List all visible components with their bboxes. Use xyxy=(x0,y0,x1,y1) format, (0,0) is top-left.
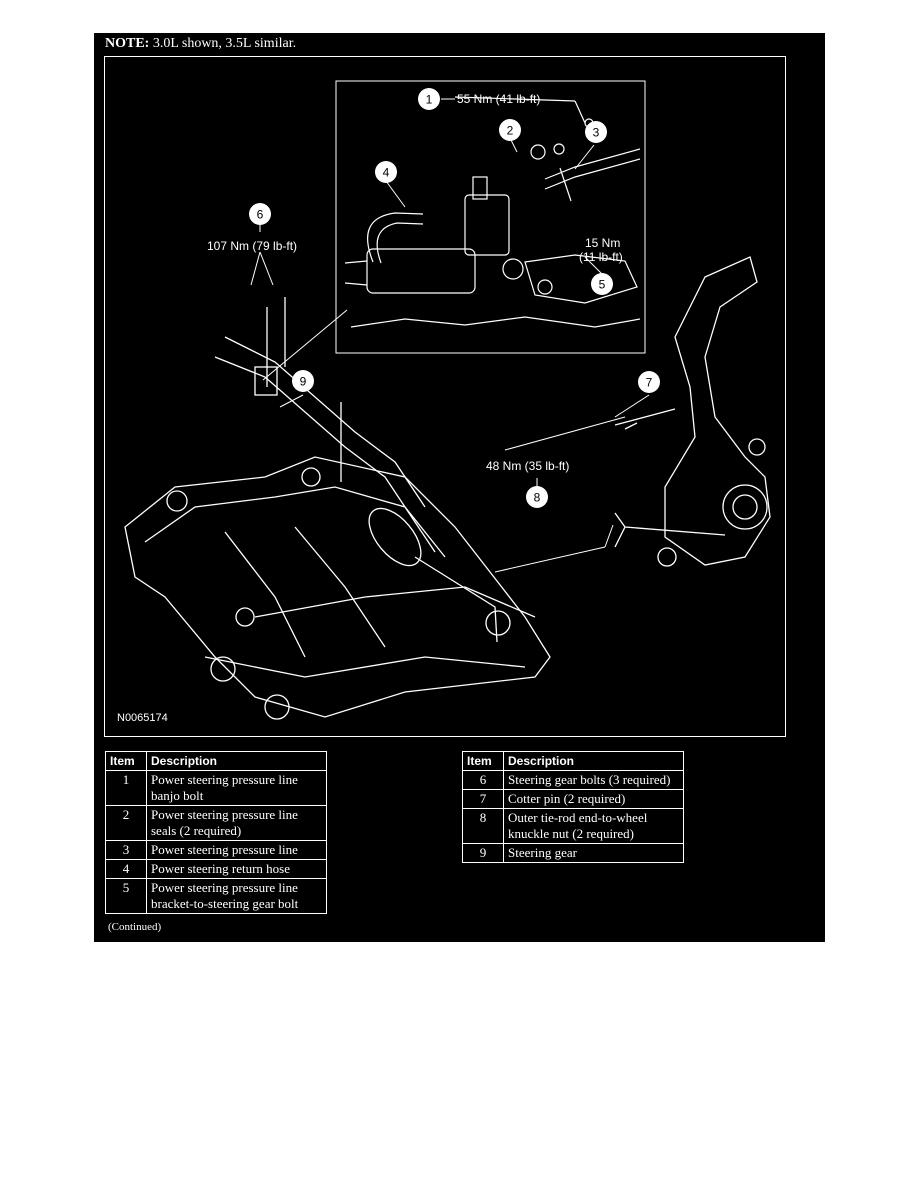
callout-5-number: 5 xyxy=(599,278,606,292)
callout-7-number: 7 xyxy=(646,376,653,390)
table-header-row: Item Description xyxy=(105,751,327,771)
torque-label-5-lbft: (11 lb-ft) xyxy=(579,250,623,264)
torque-label-8: 48 Nm (35 lb-ft) xyxy=(486,459,569,473)
torque-label-6: 107 Nm (79 lb-ft) xyxy=(207,239,297,253)
callout-5: 5 xyxy=(591,273,613,295)
inset-leader xyxy=(262,309,348,381)
item-number: 4 xyxy=(105,859,147,879)
item-number: 1 xyxy=(105,770,147,806)
wheel-knuckle-drawing xyxy=(614,256,771,567)
callout-4-number: 4 xyxy=(383,166,390,180)
item-description: Power steering pressure line seals (2 re… xyxy=(146,805,327,841)
note-text: 3.0L shown, 3.5L similar. xyxy=(149,36,297,51)
callout-leaders xyxy=(250,98,650,573)
table-header-row: Item Description xyxy=(462,751,684,771)
callout-6-number: 6 xyxy=(257,208,264,222)
item-column-header: Item xyxy=(462,751,504,771)
callout-1-number: 1 xyxy=(426,93,433,107)
item-description: Cotter pin (2 required) xyxy=(503,789,684,809)
item-number: 5 xyxy=(105,878,147,914)
subframe-drawing xyxy=(124,297,726,720)
item-number: 8 xyxy=(462,808,504,844)
item-description: Power steering pressure line bracket-to-… xyxy=(146,878,327,914)
callout-2-number: 2 xyxy=(507,124,514,138)
item-number: 3 xyxy=(105,840,147,860)
item-number: 2 xyxy=(105,805,147,841)
item-description: Power steering pressure line banjo bolt xyxy=(146,770,327,806)
item-column-header: Item xyxy=(105,751,147,771)
item-number: 7 xyxy=(462,789,504,809)
callout-7: 7 xyxy=(638,371,660,393)
callout-8-number: 8 xyxy=(534,491,541,505)
note-label: NOTE: xyxy=(105,36,150,51)
continued-note: (Continued) xyxy=(108,921,162,933)
callout-4: 4 xyxy=(375,161,397,183)
item-description: Steering gear xyxy=(503,843,684,863)
item-description: Steering gear bolts (3 required) xyxy=(503,770,684,790)
torque-label-5-nm: 15 Nm xyxy=(585,236,620,250)
item-number: 6 xyxy=(462,770,504,790)
illustration-panel: NOTE: 3.0L shown, 3.5L similar. xyxy=(94,33,825,942)
item-description: Power steering return hose xyxy=(146,859,327,879)
torque-label-1: 55 Nm (41 lb-ft) xyxy=(457,92,540,106)
callout-8: 8 xyxy=(526,486,548,508)
callout-3-number: 3 xyxy=(593,126,600,140)
figure-id: N0065174 xyxy=(117,712,168,724)
callout-3: 3 xyxy=(585,121,607,143)
figure-frame: 1 2 3 4 5 6 7 8 9 55 Nm (41 lb-ft) 15 Nm… xyxy=(104,56,786,737)
item-number: 9 xyxy=(462,843,504,863)
callout-6: 6 xyxy=(249,203,271,225)
note-line: NOTE: 3.0L shown, 3.5L similar. xyxy=(105,36,296,52)
callout-9-number: 9 xyxy=(300,375,307,389)
description-column-header: Description xyxy=(146,751,327,771)
detail-inset-frame xyxy=(335,80,646,354)
callout-1: 1 xyxy=(418,88,440,110)
steering-gear-diagram: 1 2 3 4 5 6 7 8 9 55 Nm (41 lb-ft) 15 Nm… xyxy=(117,80,771,724)
inset-drawing xyxy=(344,96,641,328)
callout-9: 9 xyxy=(292,370,314,392)
item-description: Power steering pressure line xyxy=(146,840,327,860)
item-description: Outer tie-rod end-to-wheel knuckle nut (… xyxy=(503,808,684,844)
description-column-header: Description xyxy=(503,751,684,771)
callout-2: 2 xyxy=(499,119,521,141)
